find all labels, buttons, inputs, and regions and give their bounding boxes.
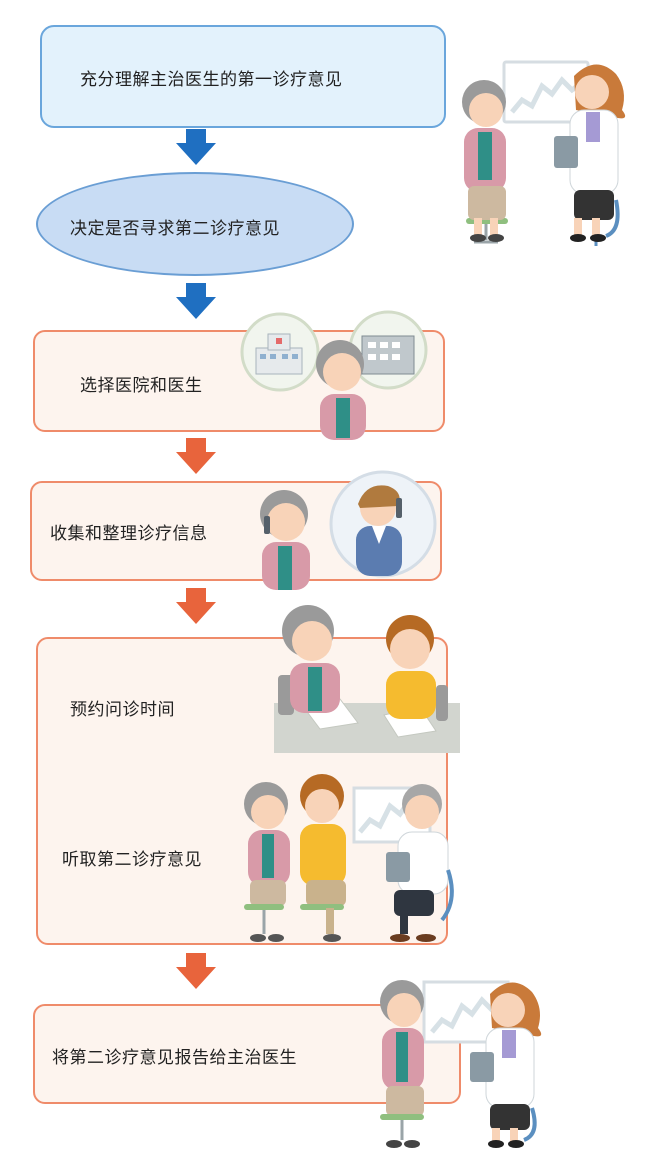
step-2-label: 决定是否寻求第二诊疗意见 <box>70 219 280 239</box>
step-7-label: 将第二诊疗意见报告给主治医生 <box>52 1048 297 1068</box>
step-5-label: 预约问诊时间 <box>70 700 175 720</box>
patient-doctor-consultation-illustration <box>462 60 626 246</box>
step-6-label: 听取第二诊疗意见 <box>62 850 202 870</box>
step-3-label: 选择医院和医生 <box>80 376 203 396</box>
appointment-meeting-illustration <box>274 605 460 753</box>
step-4-label: 收集和整理诊疗信息 <box>50 524 208 544</box>
step-2-ellipse <box>36 172 354 276</box>
step-1-label: 充分理解主治医生的第一诊疗意见 <box>80 70 343 90</box>
down-arrow-icon <box>176 953 216 989</box>
step-1-box <box>40 25 446 128</box>
phone-call-illustration <box>260 470 437 590</box>
down-arrow-icon <box>176 438 216 474</box>
report-to-doctor-illustration <box>380 980 542 1148</box>
down-arrow-icon <box>176 129 216 165</box>
family-doctor-consultation-illustration <box>244 774 454 942</box>
down-arrow-icon <box>176 283 216 319</box>
down-arrow-icon <box>176 588 216 624</box>
choosing-hospitals-illustration <box>240 310 428 440</box>
